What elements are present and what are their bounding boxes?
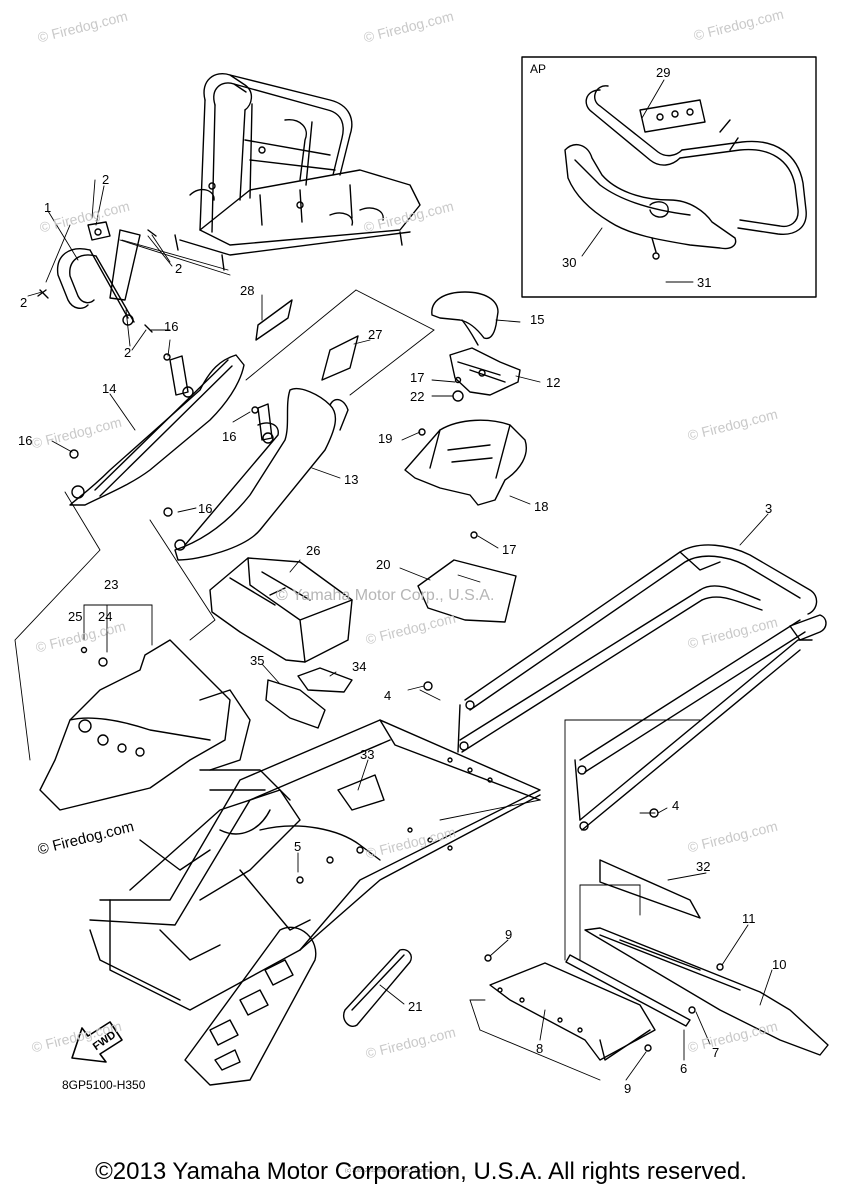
callout-35: 35: [250, 653, 265, 668]
callout-6: 6: [680, 1061, 688, 1076]
callout-27: 27: [368, 327, 383, 342]
callout-8: 8: [536, 1041, 544, 1056]
roller-21: [343, 948, 412, 1027]
callout-2: 2: [175, 261, 183, 276]
callout-13: 13: [344, 472, 359, 487]
callout-1: 1: [44, 200, 52, 215]
inset-label: AP: [530, 62, 547, 76]
callout-16: 16: [198, 501, 213, 516]
strip-32: [599, 859, 701, 919]
callout-17: 17: [502, 542, 517, 557]
callout-23: 23: [104, 577, 119, 592]
fwd-arrow-icon: [71, 1021, 123, 1063]
tunnel: [184, 926, 317, 1086]
tiny-copyright: (c) 2005-2015 Yamaha Motor Corporation, …: [345, 1168, 455, 1174]
front-handle: [37, 221, 157, 333]
callout-30: 30: [562, 255, 577, 270]
callout-34: 34: [352, 659, 367, 674]
callout-17: 17: [410, 370, 425, 385]
holder-12: [449, 347, 521, 396]
callout-32: 32: [696, 859, 711, 874]
callout-31: 31: [697, 275, 712, 290]
callout-29: 29: [656, 65, 671, 80]
callout-15: 15: [530, 312, 545, 327]
box-26: [209, 557, 353, 663]
callout-28: 28: [240, 283, 255, 298]
callout-24: 24: [98, 609, 113, 624]
watermark-center: © Yamaha Motor Corp., U.S.A.: [276, 587, 495, 604]
plate-8: [489, 962, 656, 1061]
callout-25: 25: [68, 609, 83, 624]
callout-7: 7: [712, 1045, 720, 1060]
callout-16: 16: [222, 429, 237, 444]
drawing-code: 8GP5100-H350: [62, 1078, 146, 1092]
callout-5: 5: [294, 839, 302, 854]
callout-9: 9: [505, 927, 513, 942]
rail-10: [584, 927, 829, 1056]
decal-27: [321, 335, 359, 381]
callout-12: 12: [546, 375, 561, 390]
callout-14: 14: [102, 381, 117, 396]
callout-26: 26: [306, 543, 321, 558]
side-cover-left: [69, 353, 245, 506]
inset-bumper: [585, 85, 807, 235]
footer-copyright: ©2013 Yamaha Motor Corporation, U.S.A. A…: [95, 1158, 747, 1185]
callout-33: 33: [360, 747, 375, 762]
callout-11: 11: [742, 911, 756, 926]
callout-20: 20: [376, 557, 391, 572]
leader-lines: [27, 185, 773, 1081]
callout-2: 2: [102, 172, 110, 187]
callout-9: 9: [624, 1081, 632, 1096]
callout-16: 16: [18, 433, 33, 448]
bracket-15: [431, 291, 499, 346]
inset-box: [521, 56, 817, 298]
side-cover-right: [174, 388, 349, 561]
callout-19: 19: [378, 431, 393, 446]
callout-4: 4: [384, 688, 392, 703]
callout-18: 18: [534, 499, 549, 514]
strip-6: [565, 954, 691, 1027]
plate-20: [417, 559, 517, 623]
bracket-18: [404, 419, 527, 506]
main-frame: [89, 719, 541, 1011]
skid-guard-23: [39, 639, 251, 811]
rear-bumper-3: [457, 544, 827, 831]
pad-34: [297, 667, 353, 693]
inset-skid-plate: [564, 144, 737, 260]
bracket-33: [337, 774, 385, 811]
callout-3: 3: [765, 501, 773, 516]
callout-4: 4: [672, 798, 680, 813]
callout-16: 16: [164, 319, 179, 334]
decal-28: [255, 299, 293, 341]
callout-21: 21: [408, 999, 423, 1014]
callout-2: 2: [124, 345, 132, 360]
upper-frame: [174, 73, 421, 271]
bolt-17-top: [454, 376, 462, 384]
callout-22: 22: [410, 389, 425, 404]
callout-10: 10: [772, 957, 787, 972]
strip-35: [265, 679, 326, 729]
nut-22: [452, 390, 464, 402]
callout-2: 2: [20, 295, 28, 310]
